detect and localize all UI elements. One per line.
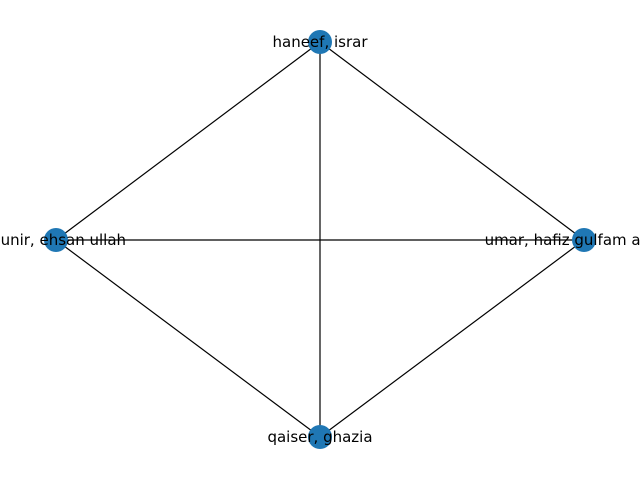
node-umar-hafiz-gulfam-ahmad	[572, 228, 596, 252]
label-umar-hafiz-gulfam-ahmad: umar, hafiz gulfam ahmad	[485, 231, 640, 249]
label-munir-ehsan-ullah: munir, ehsan ullah	[0, 231, 126, 249]
edge-munir-qaiser	[55, 239, 321, 438]
node-qaiser-ghazia	[308, 425, 332, 449]
node-layer	[44, 30, 596, 449]
label-layer: haneef, israr munir, ehsan ullah umar, h…	[0, 33, 640, 446]
label-haneef-israr: haneef, israr	[273, 33, 369, 51]
edge-layer	[55, 41, 585, 438]
label-qaiser-ghazia: qaiser, ghazia	[267, 428, 372, 446]
node-munir-ehsan-ullah	[44, 228, 68, 252]
edge-haneef-umar	[319, 41, 585, 241]
edge-haneef-munir	[55, 41, 321, 241]
edge-umar-qaiser	[319, 239, 585, 438]
node-haneef-israr	[308, 30, 332, 54]
